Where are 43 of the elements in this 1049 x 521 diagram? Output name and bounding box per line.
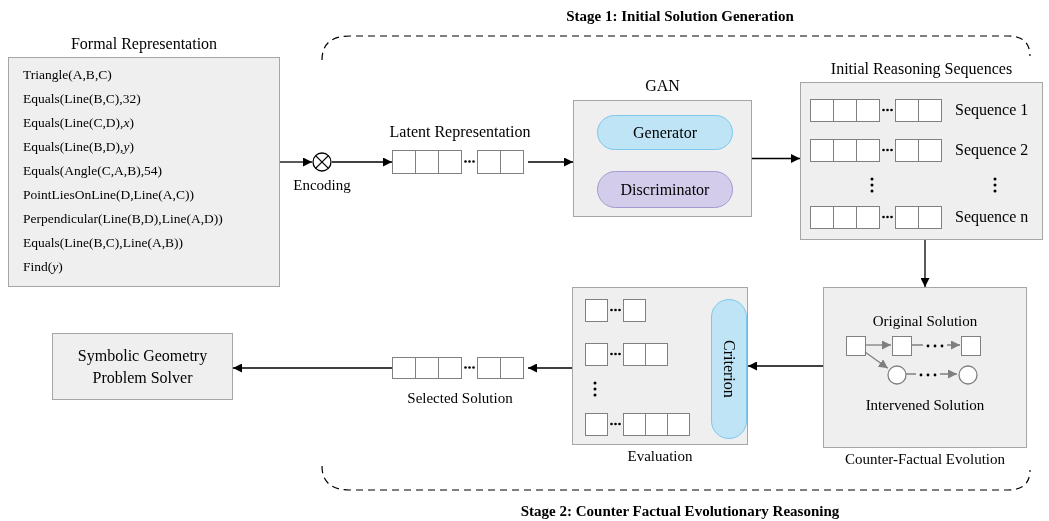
panel-heading: Formal Representation xyxy=(69,34,219,55)
sequence-name: Sequence 1 xyxy=(955,100,1029,121)
formula-text: PointLiesOnLine(D,Line(A,C)) xyxy=(23,187,194,202)
arrow xyxy=(527,157,574,167)
formula-text: Perpendicular(Line(B,D),Line(A,D)) xyxy=(23,211,223,226)
panel-heading: Counter-Factual Evolution xyxy=(844,450,1006,469)
arrow xyxy=(232,363,393,373)
solution-label: Original Solution xyxy=(871,312,979,331)
arrow xyxy=(747,361,824,371)
formula-text: Equals(Line(B,D),y) xyxy=(23,139,134,154)
stage-title: Stage 2: Counter Factual Evolutionary Reasoning xyxy=(519,502,841,521)
formula-text: Equals(Angle(C,A,B),54) xyxy=(23,163,163,178)
arrow xyxy=(864,340,892,350)
criterion-pill: Criterion xyxy=(711,299,747,439)
arrow xyxy=(864,351,889,369)
arrow xyxy=(331,157,393,167)
formula-text: Equals(Line(B,C),Line(A,B)) xyxy=(23,235,184,250)
arrow xyxy=(920,239,930,288)
arrow xyxy=(910,340,961,350)
solution-label: Intervened Solution xyxy=(864,396,986,415)
sequence-name: Sequence 2 xyxy=(955,140,1029,161)
arrow xyxy=(279,157,313,167)
formula-text: Equals(Line(B,C),32) xyxy=(23,91,141,106)
square-node xyxy=(961,336,981,356)
arrow xyxy=(905,369,958,379)
sequence-name: Sequence n xyxy=(955,207,1029,228)
sequence-label: Selected Solution xyxy=(407,389,513,408)
module-pill: Generator xyxy=(597,115,733,150)
formula-text: Find(y) xyxy=(23,259,63,274)
panel-heading: GAN xyxy=(644,76,681,96)
arrow xyxy=(527,363,573,373)
panel-heading: Evaluation xyxy=(627,447,693,466)
module-pill: Discriminator xyxy=(597,171,733,208)
solver-box: Symbolic Geometry Problem Solver xyxy=(52,333,233,400)
arrow xyxy=(751,154,801,163)
node-caption: Encoding xyxy=(293,176,351,195)
stage-title: Stage 1: Initial Solution Generation xyxy=(565,7,795,26)
formula-text: Equals(Line(C,D),x) xyxy=(23,115,134,130)
square-node xyxy=(892,336,912,356)
formula-text: Triangle(A,B,C) xyxy=(23,67,112,82)
sequence-label: Latent Representation xyxy=(389,122,531,143)
panel-heading: Initial Reasoning Sequences xyxy=(829,59,1014,80)
square-node xyxy=(846,336,866,356)
